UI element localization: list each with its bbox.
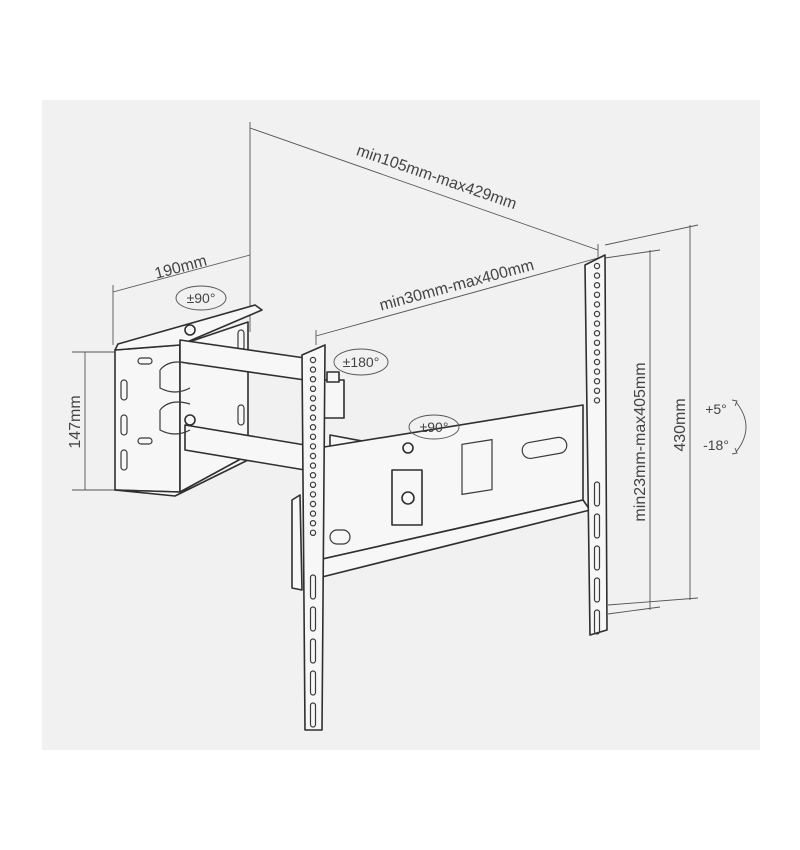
mount-hole <box>593 272 601 279</box>
rotation-label-arm: ±180° <box>343 354 380 370</box>
mount-slot <box>309 574 317 600</box>
label-wall-plate-width: 190mm <box>153 253 209 283</box>
dimension-lines <box>72 122 699 615</box>
mount-hole <box>593 378 601 385</box>
mount-hole <box>593 291 601 298</box>
tv-vertical-plates <box>291 254 608 731</box>
wall-plate <box>114 304 263 497</box>
mount-slot <box>593 577 601 603</box>
mount-hole <box>309 356 317 364</box>
mount-hole <box>309 433 317 440</box>
mount-hole <box>593 320 601 327</box>
label-wall-plate-height: 147mm <box>67 395 84 448</box>
tilt-up-label: +5° <box>705 401 727 417</box>
mount-hole <box>309 414 317 421</box>
mount-slot <box>593 545 601 571</box>
tilt-indicator: +5° -18° <box>703 399 747 455</box>
mount-hole <box>309 395 317 402</box>
mount-hole <box>309 385 317 392</box>
mount-slot <box>593 513 601 539</box>
mount-hole <box>309 424 317 431</box>
mount-hole <box>309 472 317 479</box>
mount-slot <box>309 670 317 696</box>
mount-hole <box>309 452 317 460</box>
mount-hole <box>593 282 601 289</box>
mount-hole <box>593 339 601 346</box>
mount-slot <box>593 481 601 507</box>
label-extension-depth: min105mm-max429mm <box>354 142 518 213</box>
mount-slot <box>309 702 317 728</box>
mount-hole <box>593 330 601 337</box>
tilt-down-label: -18° <box>703 437 729 453</box>
mount-hole <box>593 262 601 270</box>
mount-hole <box>593 368 601 375</box>
mount-hole <box>593 349 601 356</box>
mount-hole <box>309 443 317 450</box>
mount-hole <box>309 500 317 508</box>
mount-slot <box>309 638 317 664</box>
rotation-badge-wall: ±90° <box>175 285 227 311</box>
mount-hole <box>593 301 601 308</box>
rotation-badge-tv: ±90° <box>408 414 460 440</box>
mount-hole <box>309 376 317 383</box>
rotation-badge-arm: ±180° <box>333 348 389 376</box>
mount-hole <box>309 404 317 412</box>
mount-hole <box>309 366 317 373</box>
rotation-label-tv: ±90° <box>420 419 449 435</box>
tv-horizontal-rail <box>317 404 591 579</box>
mount-hole <box>593 397 601 404</box>
mount-hole <box>309 481 317 488</box>
label-plate-height: 430mm <box>672 398 689 451</box>
mount-hole <box>309 462 317 469</box>
mount-hole <box>309 510 317 517</box>
mount-hole <box>593 358 601 366</box>
mount-hole <box>309 529 317 537</box>
rotation-label-wall: ±90° <box>187 290 216 306</box>
mount-hole <box>309 491 317 498</box>
mount-slot <box>593 609 601 635</box>
mount-hole <box>593 310 601 318</box>
label-horizontal-vesa: min30mm-max400mm <box>378 257 536 315</box>
mount-slot <box>309 606 317 632</box>
mount-hole <box>309 520 317 527</box>
label-vertical-vesa: min23mm-max405mm <box>632 362 649 521</box>
mount-hole <box>593 387 601 394</box>
tilt-arrow-icon <box>735 401 747 453</box>
